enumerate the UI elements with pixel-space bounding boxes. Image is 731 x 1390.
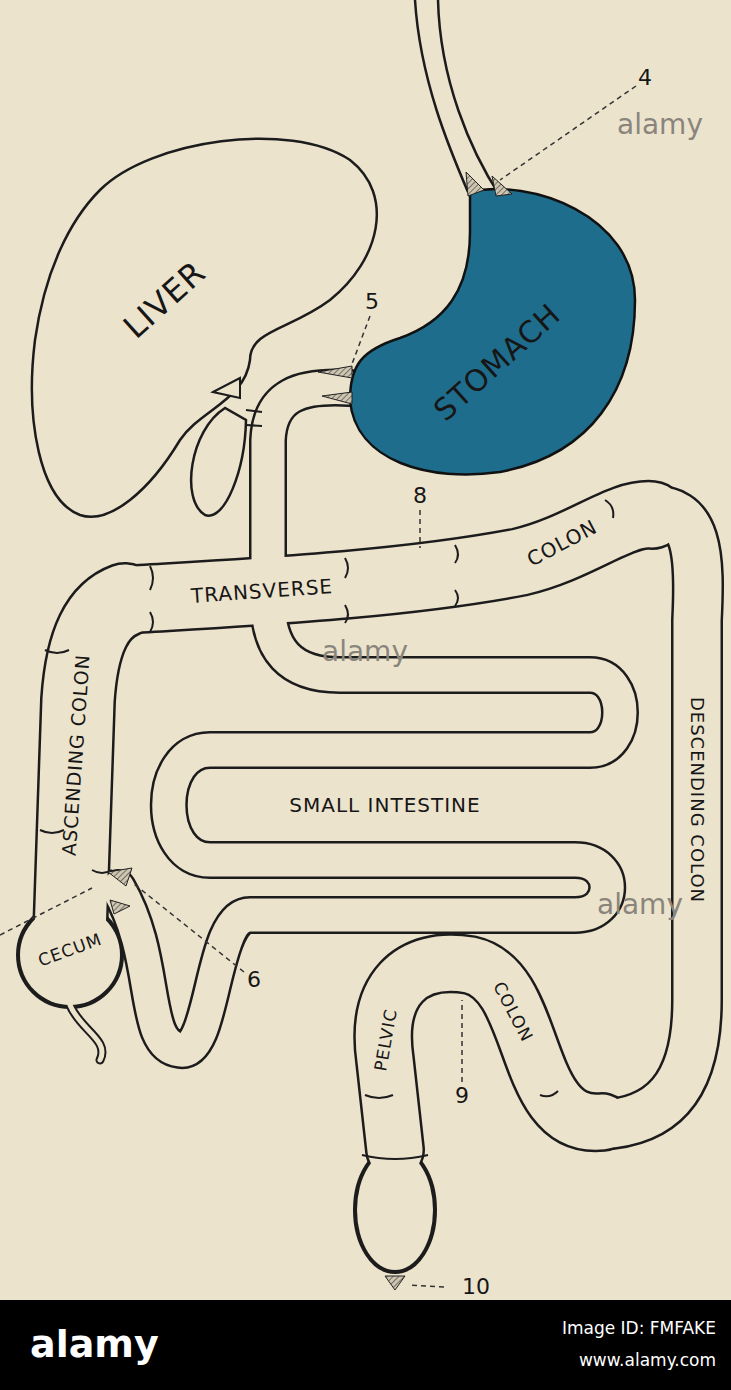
haustral-fold xyxy=(45,650,69,653)
organ-name: LIVER xyxy=(117,255,212,346)
haustral-fold xyxy=(345,605,348,623)
callout-number: 9 xyxy=(455,1084,469,1108)
organ-name: CECUM xyxy=(36,930,105,970)
gall-bladder xyxy=(191,408,246,516)
haustral-fold xyxy=(365,1095,393,1098)
ileocecal-valve xyxy=(110,900,130,914)
haustral-fold xyxy=(362,1155,428,1159)
callout-number: 4 xyxy=(638,66,652,90)
tube-outlines xyxy=(18,388,698,1272)
appendix-outline xyxy=(70,1005,102,1060)
stomach-shape xyxy=(350,189,635,474)
leader-line xyxy=(0,888,92,935)
liver-outline xyxy=(32,139,377,517)
callout-number: 6 xyxy=(247,968,261,992)
leader-line xyxy=(134,884,244,972)
leader-line xyxy=(500,86,636,180)
organ-name: COLON xyxy=(523,515,600,570)
ascending-colon-area: ASCENDING COLON xyxy=(10,580,140,890)
watermark: alamy xyxy=(617,110,703,141)
image-id: Image ID: FMFAKE xyxy=(562,1319,716,1338)
haustral-fold xyxy=(150,566,153,590)
leader-line xyxy=(352,316,370,364)
rectum xyxy=(357,1150,433,1270)
small-intestine-outline xyxy=(118,388,620,1051)
leader-line xyxy=(419,510,421,548)
cecum xyxy=(20,905,120,1005)
organ-name: SMALL INTESTINE xyxy=(289,794,480,816)
haustral-fold xyxy=(540,1091,558,1096)
watermark: alamy xyxy=(597,890,683,921)
haustral-fold xyxy=(455,590,458,606)
leader-line xyxy=(461,1000,463,1082)
haustral-fold xyxy=(605,500,613,518)
organ-name: STOMACH xyxy=(427,297,566,427)
small-intestine xyxy=(118,388,620,1051)
organ-name: ASCENDING COLON xyxy=(59,653,94,856)
callout-number: 8 xyxy=(413,484,427,508)
cecum-area: CECUM xyxy=(10,900,130,1010)
anal-sphincter xyxy=(385,1276,405,1290)
appendix xyxy=(70,1005,102,1060)
pelvic-colon-area: PELVIC COLON xyxy=(350,940,590,1140)
haustral-folds xyxy=(40,500,613,1159)
watermark-logo: alamy xyxy=(30,1324,159,1366)
tube-fills xyxy=(20,388,698,1270)
pelvic-colon-outline xyxy=(383,963,602,1150)
descending-colon-outline xyxy=(600,511,698,1125)
hepatic-triangle xyxy=(213,378,240,398)
organ-name: COLON xyxy=(489,979,536,1045)
stomach-label-area: STOMACH xyxy=(350,185,640,475)
haustral-fold xyxy=(150,612,153,632)
organ-name: DESCENDING COLON xyxy=(687,697,707,903)
watermark: alamy xyxy=(322,637,408,668)
organ-name: PELVIC xyxy=(371,1007,400,1072)
pyloric-sphincter xyxy=(322,392,352,404)
esophagus-wall xyxy=(415,0,468,192)
cardiac-sphincter xyxy=(466,172,484,196)
liver-label-area: LIVER xyxy=(40,140,380,530)
organ-name: TRANSVERSE xyxy=(190,575,333,607)
pyloric-sphincter xyxy=(318,366,352,378)
esophagus-wall xyxy=(438,0,500,196)
pelvic-colon xyxy=(383,963,602,1150)
paper-ground xyxy=(0,0,731,1300)
haustral-fold xyxy=(455,545,458,563)
leader-lines xyxy=(0,86,636,1287)
ileocecal-valve xyxy=(108,868,132,886)
leader-line xyxy=(408,1285,444,1287)
small-intestine-area: SMALL INTESTINE xyxy=(200,770,600,840)
bile-duct xyxy=(246,410,262,426)
rectum-outline xyxy=(355,1148,435,1272)
callout-number: 5 xyxy=(365,290,379,314)
descending-colon xyxy=(600,511,698,1125)
descending-colon-area: DESCENDING COLON xyxy=(660,520,730,1000)
watermark-bar xyxy=(0,1300,731,1390)
haustral-fold xyxy=(345,558,348,578)
callout-number: 10 xyxy=(462,1275,490,1299)
transverse-colon-area: TRANSVERSE COLON xyxy=(100,490,660,630)
watermark-url: www.alamy.com xyxy=(579,1351,716,1370)
